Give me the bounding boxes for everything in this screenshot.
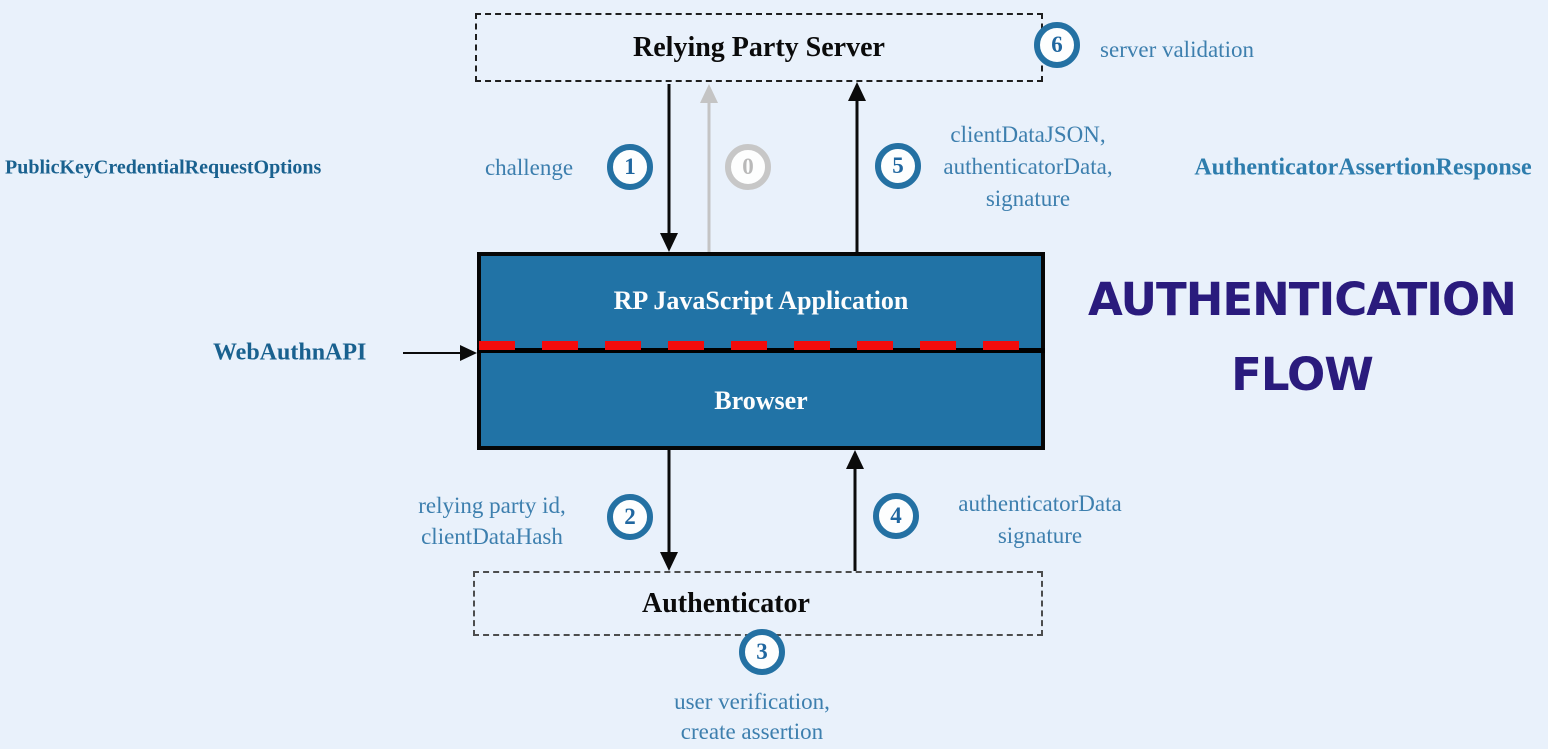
arrow-1-challenge-line xyxy=(667,84,671,234)
step3-line-2: create assertion xyxy=(680,719,824,744)
step-badge-5: 5 xyxy=(875,143,921,189)
authenticator-title: Authenticator xyxy=(642,587,810,619)
arrow-2-head xyxy=(660,552,678,571)
diagram-title-line2: FLOW xyxy=(1231,348,1374,401)
step5-line-3: signature xyxy=(985,186,1071,211)
step-number-5: 5 xyxy=(892,153,904,178)
step2-line-1: relying party id, xyxy=(418,493,566,518)
arrow-4-head xyxy=(846,450,864,469)
step-number-6: 6 xyxy=(1051,32,1063,57)
step5-line-1: clientDataJSON, xyxy=(950,122,1106,147)
step-number-2: 2 xyxy=(624,504,636,529)
step-badge-3: 3 xyxy=(739,629,785,675)
arrow-0-head xyxy=(700,84,718,103)
step2-line-2: clientDataHash xyxy=(421,524,563,549)
relying-party-server-title: Relying Party Server xyxy=(633,31,885,63)
step-number-0: 0 xyxy=(742,154,754,179)
relying-party-server-box: Relying Party Server xyxy=(475,13,1043,82)
step2-payload-label: relying party id, clientDataHash xyxy=(418,490,566,552)
step-number-4: 4 xyxy=(890,503,902,528)
step4-line-1: authenticatorData xyxy=(958,491,1122,516)
step-badge-2: 2 xyxy=(607,494,653,540)
browser-title: Browser xyxy=(714,386,808,415)
step-number-1: 1 xyxy=(624,154,636,179)
challenge-label: challenge xyxy=(484,155,574,180)
step-badge-6: 6 xyxy=(1034,22,1080,68)
arrow-2-line xyxy=(667,450,671,553)
webauthn-api-arrow-line xyxy=(403,352,461,354)
step5-line-2: authenticatorData, xyxy=(943,154,1113,179)
authenticator-box: Authenticator xyxy=(473,571,1043,636)
step4-payload-label: authenticatorData signature xyxy=(958,488,1121,552)
step3-line-1: user verification, xyxy=(674,689,830,714)
boundary-black-line xyxy=(477,348,1045,353)
arrow-1-challenge-head xyxy=(660,233,678,252)
step-badge-4: 4 xyxy=(873,493,919,539)
boundary-red-dashes xyxy=(479,341,1045,350)
diagram-title-line1: AUTHENTICATION xyxy=(1088,273,1517,326)
diagram-title: AUTHENTICATION FLOW xyxy=(1056,262,1548,412)
arrow-4-line xyxy=(853,468,857,571)
webauthn-api-label: WebAuthnAPI xyxy=(213,339,367,366)
arrow-5-response-head xyxy=(848,82,866,101)
request-options-label: PublicKeyCredentialRequestOptions xyxy=(5,156,322,179)
step-badge-1: 1 xyxy=(607,144,653,190)
webauthn-api-arrow-head xyxy=(460,345,477,361)
browser-area: Browser xyxy=(481,346,1041,446)
step-number-3: 3 xyxy=(756,639,768,664)
rp-js-application-title: RP JavaScript Application xyxy=(613,286,909,315)
arrow-5-response-line xyxy=(855,100,859,252)
browser-app-box: RP JavaScript Application Browser xyxy=(477,252,1045,450)
arrow-0-line xyxy=(707,102,711,252)
assertion-response-label: AuthenticatorAssertionResponse xyxy=(1194,154,1532,181)
webauthn-api-boundary xyxy=(477,341,1045,354)
rp-js-application-area: RP JavaScript Application xyxy=(481,256,1041,346)
server-validation-label: server validation xyxy=(1100,37,1254,62)
step-badge-0: 0 xyxy=(725,144,771,190)
step4-line-2: signature xyxy=(997,523,1083,548)
step5-payload-label: clientDataJSON, authenticatorData, signa… xyxy=(943,119,1112,215)
step3-action-label: user verification, create assertion xyxy=(674,687,830,747)
